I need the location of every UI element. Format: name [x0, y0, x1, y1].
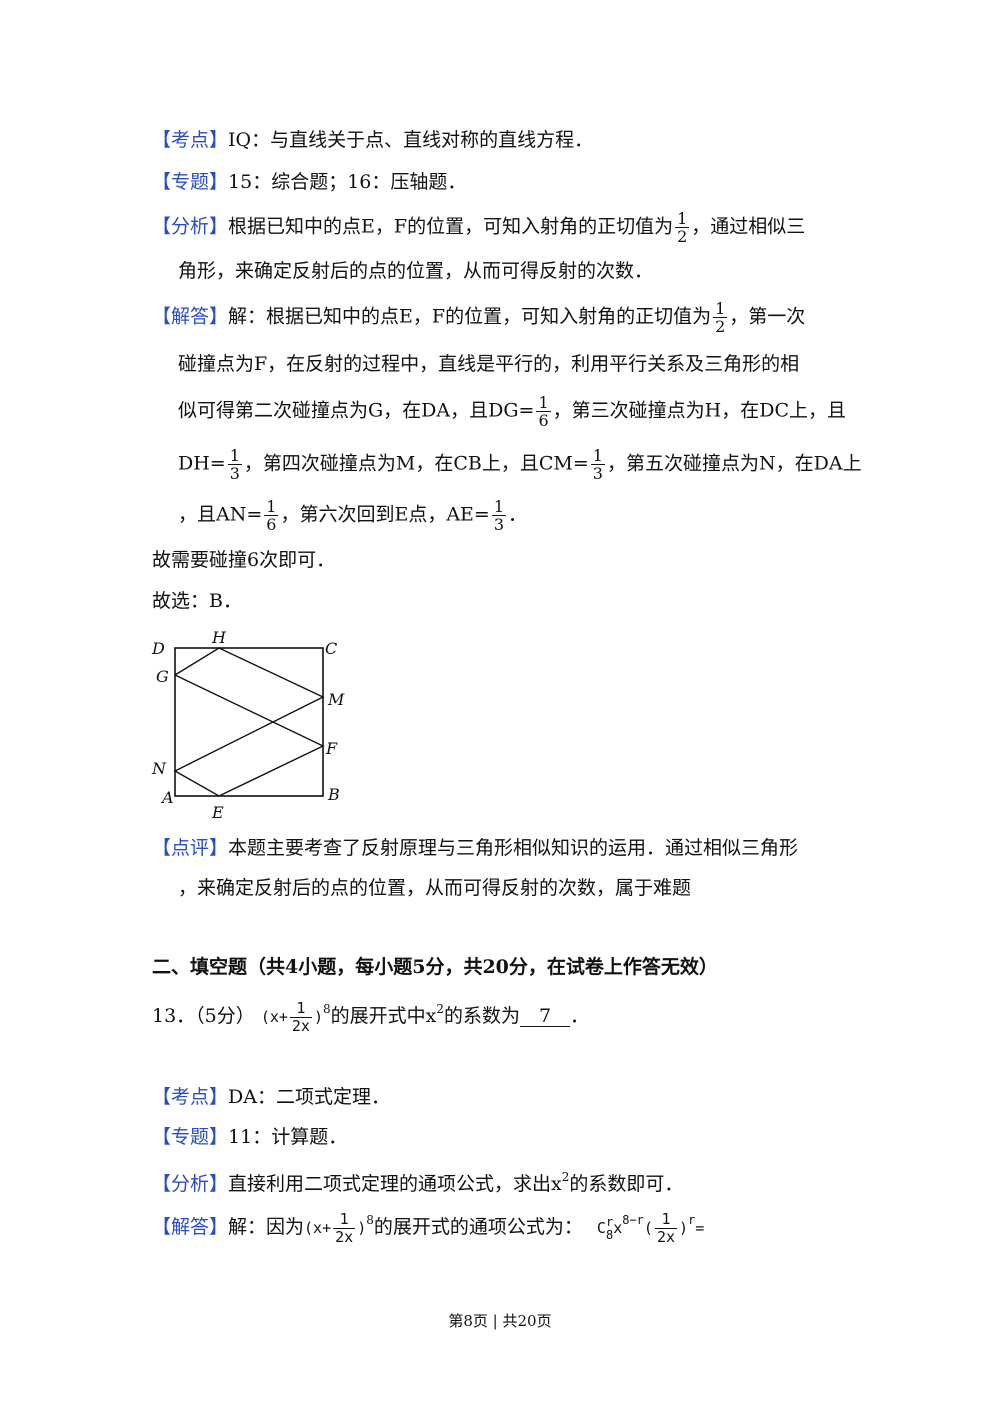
kaodian-row: 【考点】IQ：与直线关于点、直线对称的直线方程． [152, 128, 593, 152]
q13-number: 13．（5分） [152, 1005, 255, 1027]
page-footer: 第8页 | 共20页 [448, 1312, 552, 1330]
fenxi-row-2: 角形，来确定反射后的点的位置，从而可得反射的次数． [178, 260, 654, 282]
answer-choice: 故选：B． [152, 590, 242, 612]
label-N: N [151, 759, 167, 778]
jieda-text-1b: ，第一次 [729, 305, 806, 328]
fenxi-text-1b: ，通过相似三 [691, 215, 806, 238]
label-D: D [151, 639, 165, 658]
reflection-diagram: D H C G M F N A E B [151, 628, 345, 822]
q13-zhuanti-row: 【专题】11：计算题． [152, 1126, 348, 1148]
q13-kaodian-row: 【考点】DA：二项式定理． [152, 1086, 390, 1108]
reflection-path [173, 647, 325, 797]
fenxi-tag: 【分析】 [152, 215, 229, 238]
kaodian-tag: 【考点】 [152, 129, 229, 151]
jieda-tag: 【解答】 [152, 305, 229, 328]
label-H: H [211, 628, 227, 647]
label-C: C [325, 639, 337, 658]
q13-fenxi-row: 【分析】直接利用二项式定理的通项公式，求出x2的系数即可． [152, 1170, 684, 1195]
label-G: G [156, 667, 169, 686]
label-M: M [327, 690, 345, 709]
answer-blank: 7 [520, 1006, 571, 1027]
square-abcd [174, 647, 324, 797]
dianping-tag: 【点评】 [152, 837, 229, 859]
zhuanti-row: 【专题】15：综合题；16：压轴题． [152, 170, 466, 194]
jieda-text-1a: 解：根据已知中的点E，F的位置，可知入射角的正切值为 [228, 305, 712, 328]
dianping-row-1: 【点评】本题主要考查了反射原理与三角形相似知识的运用．通过相似三角形 [152, 837, 799, 859]
label-F: F [325, 739, 338, 758]
label-E: E [211, 803, 224, 822]
zhuanti-tag: 【专题】 [152, 171, 229, 193]
section-heading: 二、填空题（共4小题，每小题5分，共20分，在试卷上作答无效） [152, 956, 718, 978]
label-A: A [160, 788, 174, 807]
label-B: B [327, 785, 340, 804]
kaodian-text: IQ：与直线关于点、直线对称的直线方程． [228, 129, 594, 151]
fenxi-text-1a: 根据已知中的点E，F的位置，可知入射角的正切值为 [228, 215, 674, 238]
dianping-row-2: ，来确定反射后的点的位置，从而可得反射的次数，属于难题 [178, 877, 692, 899]
zhuanti-text: 15：综合题；16：压轴题． [228, 171, 467, 193]
conclusion: 故需要碰撞6次即可． [152, 549, 336, 571]
jieda-row-2: 碰撞点为F，在反射的过程中，直线是平行的，利用平行关系及三角形的相 [178, 353, 800, 375]
